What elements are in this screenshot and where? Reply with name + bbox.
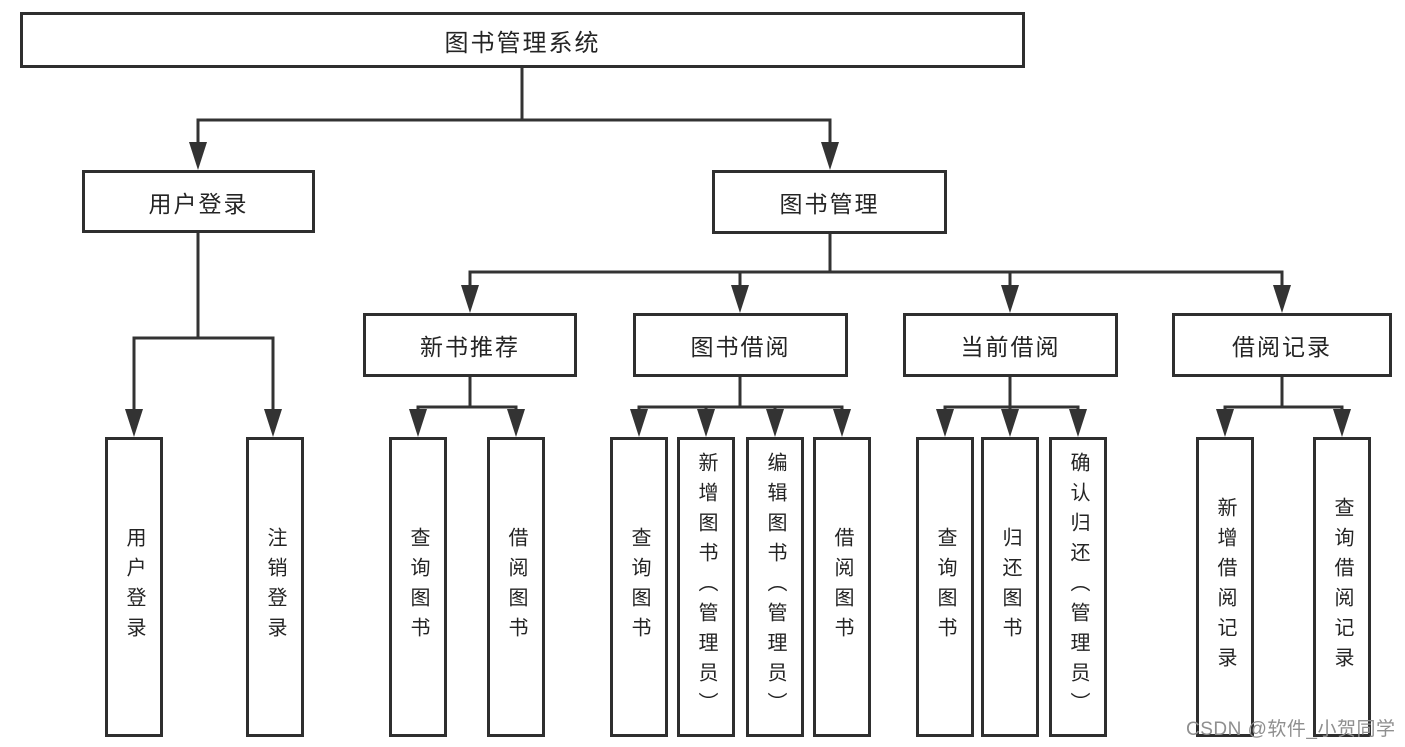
leaf-query-borrow-record-label: 查询借阅记录 bbox=[1331, 497, 1353, 677]
node-borrow-records: 借阅记录 bbox=[1172, 313, 1392, 377]
node-current-borrow: 当前借阅 bbox=[903, 313, 1118, 377]
node-user-login-label: 用户登录 bbox=[148, 190, 249, 217]
leaf-borrow-books-label: 借阅图书 bbox=[831, 527, 853, 647]
node-borrow-records-label: 借阅记录 bbox=[1232, 334, 1332, 360]
leaf-add-borrow-record-label: 新增借阅记录 bbox=[1214, 497, 1236, 677]
leaf-edit-book-admin: 编辑图书（管理员） bbox=[746, 437, 804, 737]
leaf-add-borrow-record: 新增借阅记录 bbox=[1196, 437, 1254, 737]
node-root: 图书管理系统 bbox=[20, 12, 1025, 68]
node-book-borrow-label: 图书借阅 bbox=[690, 334, 791, 360]
node-new-book-recommend-label: 新书推荐 bbox=[420, 334, 520, 360]
leaf-query-books-recommend: 查询图书 bbox=[389, 437, 447, 737]
leaf-query-books-current: 查询图书 bbox=[916, 437, 974, 737]
node-book-management: 图书管理 bbox=[712, 170, 947, 234]
leaf-query-books-borrow-label: 查询图书 bbox=[628, 527, 650, 647]
node-user-login: 用户登录 bbox=[82, 170, 315, 233]
node-current-borrow-label: 当前借阅 bbox=[960, 334, 1061, 360]
leaf-confirm-return-admin: 确认归还（管理员） bbox=[1049, 437, 1107, 737]
leaf-edit-book-admin-label: 编辑图书（管理员） bbox=[764, 452, 786, 722]
leaf-query-books-borrow: 查询图书 bbox=[610, 437, 668, 737]
leaf-query-books-recommend-label: 查询图书 bbox=[407, 527, 429, 647]
leaf-add-book-admin-label: 新增图书（管理员） bbox=[695, 452, 717, 722]
leaf-user-login: 用户登录 bbox=[105, 437, 163, 737]
node-root-label: 图书管理系统 bbox=[444, 29, 601, 57]
node-book-management-label: 图书管理 bbox=[779, 191, 880, 217]
leaf-return-books: 归还图书 bbox=[981, 437, 1039, 737]
leaf-logout-label: 注销登录 bbox=[264, 527, 286, 647]
leaf-return-books-label: 归还图书 bbox=[999, 527, 1021, 647]
leaf-confirm-return-admin-label: 确认归还（管理员） bbox=[1067, 452, 1089, 722]
node-new-book-recommend: 新书推荐 bbox=[363, 313, 577, 377]
node-book-borrow: 图书借阅 bbox=[633, 313, 848, 377]
leaf-query-borrow-record: 查询借阅记录 bbox=[1313, 437, 1371, 737]
leaf-borrow-books: 借阅图书 bbox=[813, 437, 871, 737]
leaf-query-books-current-label: 查询图书 bbox=[934, 527, 956, 647]
leaf-user-login-label: 用户登录 bbox=[123, 527, 145, 647]
leaf-borrow-books-recommend-label: 借阅图书 bbox=[505, 527, 527, 647]
leaf-add-book-admin: 新增图书（管理员） bbox=[677, 437, 735, 737]
leaf-borrow-books-recommend: 借阅图书 bbox=[487, 437, 545, 737]
leaf-logout: 注销登录 bbox=[246, 437, 304, 737]
watermark: CSDN @软件_小贺同学 bbox=[1186, 719, 1396, 740]
